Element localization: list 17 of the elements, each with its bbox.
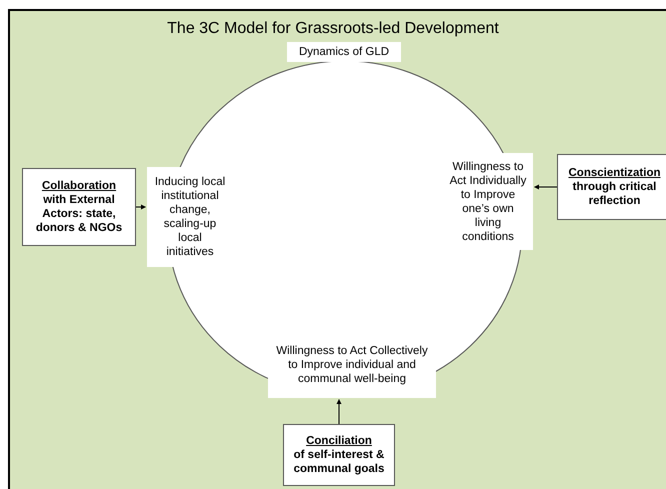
input-box bbox=[22, 168, 136, 246]
box-text: Willingness to Act Collectively to Improve individual and communal well-being bbox=[275, 344, 429, 386]
box-text: of self-interest & communal goals bbox=[292, 448, 386, 476]
input-box bbox=[557, 154, 666, 220]
box-heading: Conciliation bbox=[306, 434, 372, 448]
arrow bbox=[534, 184, 558, 190]
input-box bbox=[283, 424, 395, 486]
circle-label: Dynamics of GLD bbox=[287, 42, 401, 62]
diagram-title: The 3C Model for Grassroots-led Development bbox=[166, 20, 500, 38]
box-text: Willingness to Act Individually to Improve one’s own living conditions bbox=[449, 160, 527, 244]
box-heading: Conscientization bbox=[568, 166, 660, 180]
arrow bbox=[136, 204, 146, 210]
box-text: through critical reflection bbox=[572, 180, 658, 208]
box-text: Inducing local institutional change, scaling-up local initiatives bbox=[154, 175, 226, 259]
box-heading: Collaboration bbox=[42, 179, 116, 193]
box-text: with External Actors: state, donors & NGOs bbox=[34, 193, 124, 235]
arrow bbox=[336, 399, 342, 424]
